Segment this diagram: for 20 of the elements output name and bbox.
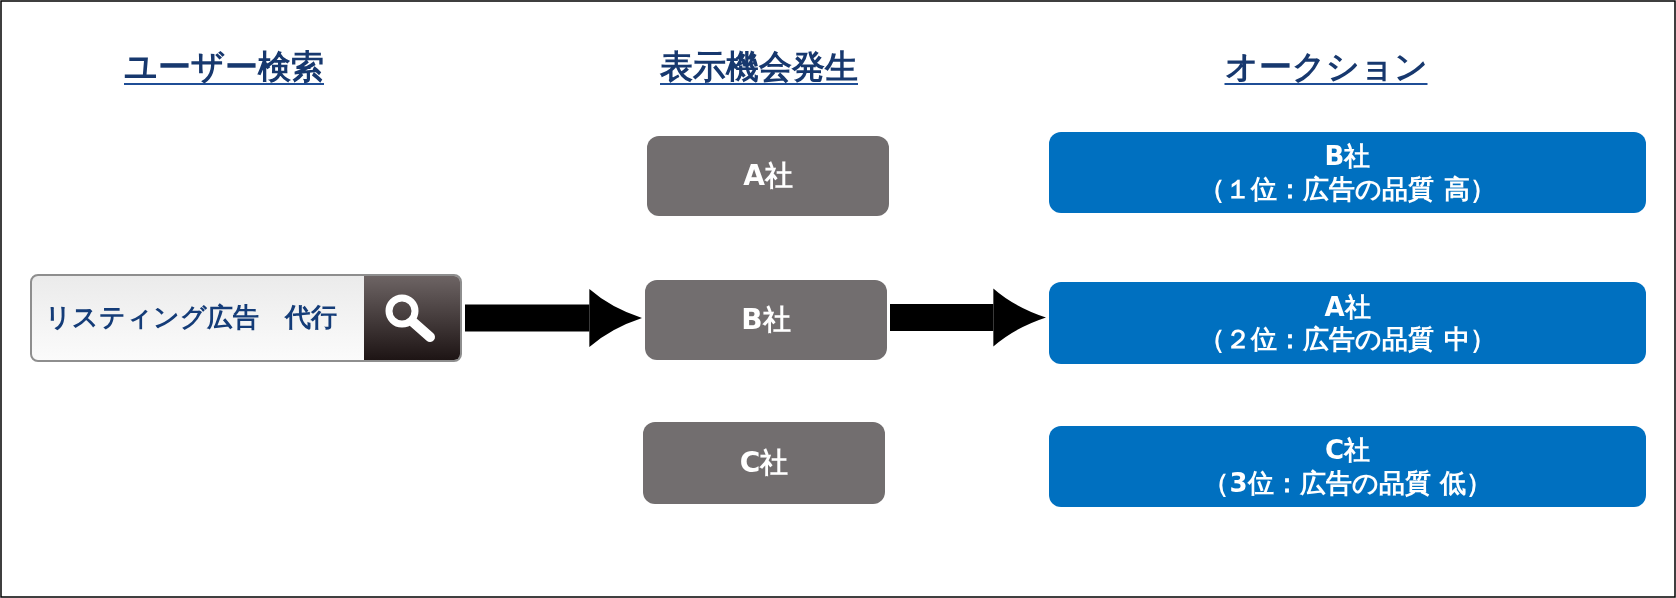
- company-box: [645, 280, 887, 360]
- company-name: B社: [741, 303, 791, 337]
- company-name: A社: [1324, 290, 1371, 323]
- column-heading: オークション: [1224, 51, 1428, 85]
- company-name: C社: [1324, 434, 1371, 467]
- column-heading: 表示機会発生: [660, 51, 858, 85]
- ranking-box: [1049, 426, 1646, 507]
- column-heading: ユーザー検索: [124, 51, 324, 85]
- search-field: [30, 274, 462, 362]
- ranking-box: [1049, 282, 1646, 364]
- rank-quality-text: （２位：広告の品質 中）: [1199, 323, 1496, 356]
- company-name: A社: [743, 159, 793, 193]
- search-query: リスティング広告 代行: [45, 302, 337, 334]
- company-name: C社: [739, 446, 789, 480]
- company-box: [647, 136, 889, 216]
- rank-quality-text: （１位：広告の品質 高）: [1199, 172, 1496, 205]
- ranking-box: [1049, 132, 1646, 213]
- company-name: B社: [1324, 140, 1371, 173]
- company-box: [643, 422, 885, 504]
- rank-quality-text: （3位：広告の品質 低）: [1203, 466, 1492, 499]
